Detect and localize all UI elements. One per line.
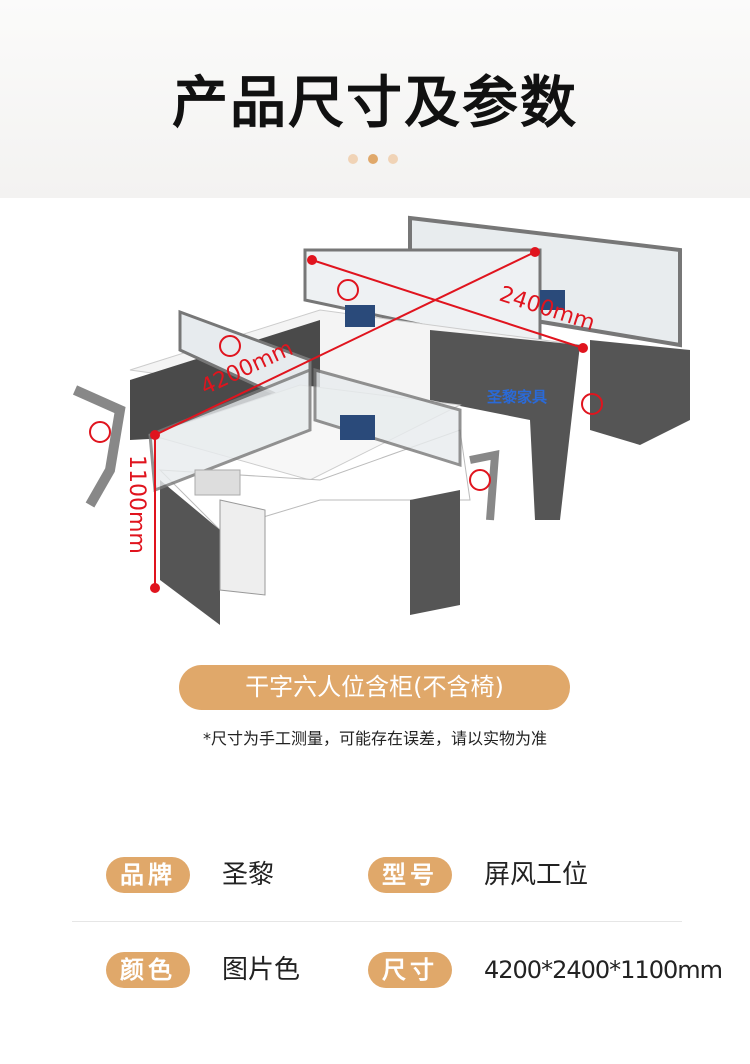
header: 产品尺寸及参数	[0, 0, 750, 198]
dimension-height-label: 1100mm	[124, 455, 149, 554]
spec-label-brand: 品牌	[106, 857, 190, 893]
dot	[388, 154, 398, 164]
decorative-dots	[348, 154, 398, 164]
no-symbol-icons	[89, 279, 603, 491]
product-image: 2400mm 4200mm 1100mm 圣黎家具	[72, 215, 690, 625]
spec-value-brand: 圣黎	[222, 860, 275, 890]
page-title: 产品尺寸及参数	[172, 71, 578, 136]
dimension-lines	[150, 247, 588, 593]
measurement-note: *尺寸为手工测量，可能存在误差，请以实物为准	[202, 729, 547, 748]
spec-value-model: 屏风工位	[484, 860, 589, 890]
spec-label-model: 型号	[368, 857, 452, 893]
spec-value-color: 图片色	[222, 955, 301, 985]
spec-label-color: 颜色	[106, 952, 190, 988]
divider	[72, 921, 682, 922]
configuration-badge: 干字六人位含柜(不含椅)	[179, 665, 570, 710]
spec-value-size: 4200*2400*1100mm	[484, 956, 723, 984]
spec-label-size: 尺寸	[368, 952, 452, 988]
dot	[348, 154, 358, 164]
brand-watermark: 圣黎家具	[486, 388, 547, 406]
workstation-illustration	[72, 215, 690, 625]
dot	[368, 154, 378, 164]
